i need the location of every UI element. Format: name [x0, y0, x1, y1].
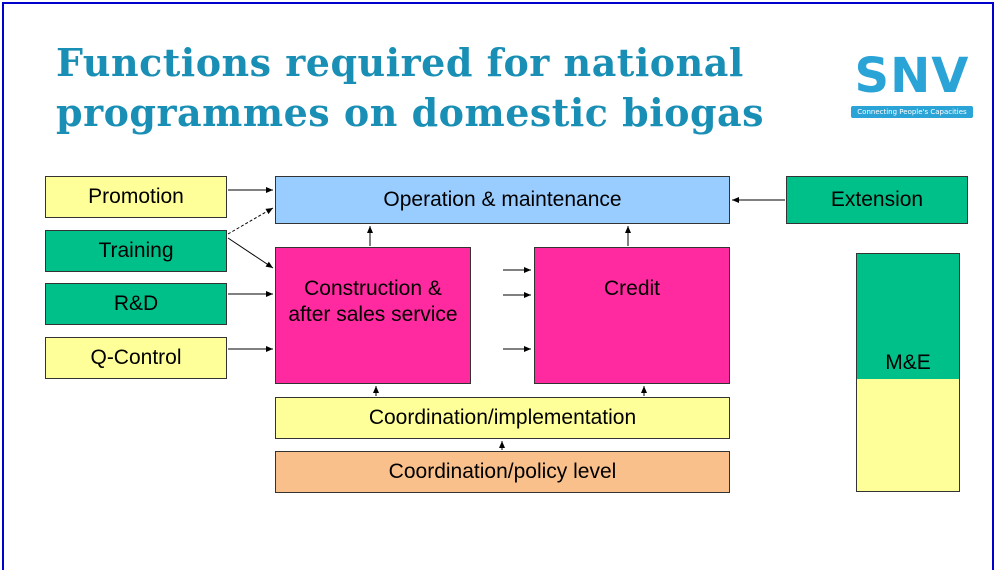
promotion-box: Promotion — [45, 176, 227, 218]
coordination-policy-box: Coordination/policy level — [275, 451, 730, 493]
me-box-bottom — [857, 379, 959, 491]
me-box: M&E — [856, 253, 960, 492]
credit-box: Credit — [534, 247, 730, 384]
training-box: Training — [45, 230, 227, 272]
slide-title: Functions required for national programm… — [56, 38, 816, 138]
qcontrol-box: Q-Control — [45, 337, 227, 379]
arrow-training-to-operation — [227, 207, 274, 235]
extension-box: Extension — [786, 176, 968, 224]
construction-box: Construction & after sales service — [275, 247, 471, 384]
me-box-top — [857, 254, 959, 379]
snv-logo: SNV Connecting People's Capacities — [848, 48, 976, 122]
logo-wordmark: SNV — [854, 48, 970, 104]
title-line-1: Functions required for national — [56, 40, 744, 85]
arrow-training-to-construction — [227, 237, 274, 269]
logo-tagline: Connecting People's Capacities — [851, 106, 973, 118]
title-line-2: programmes on domestic biogas — [56, 90, 765, 135]
rnd-box: R&D — [45, 283, 227, 325]
me-label: M&E — [885, 351, 931, 374]
coordination-implementation-box: Coordination/implementation — [275, 397, 730, 439]
operation-maintenance-box: Operation & maintenance — [275, 176, 730, 224]
